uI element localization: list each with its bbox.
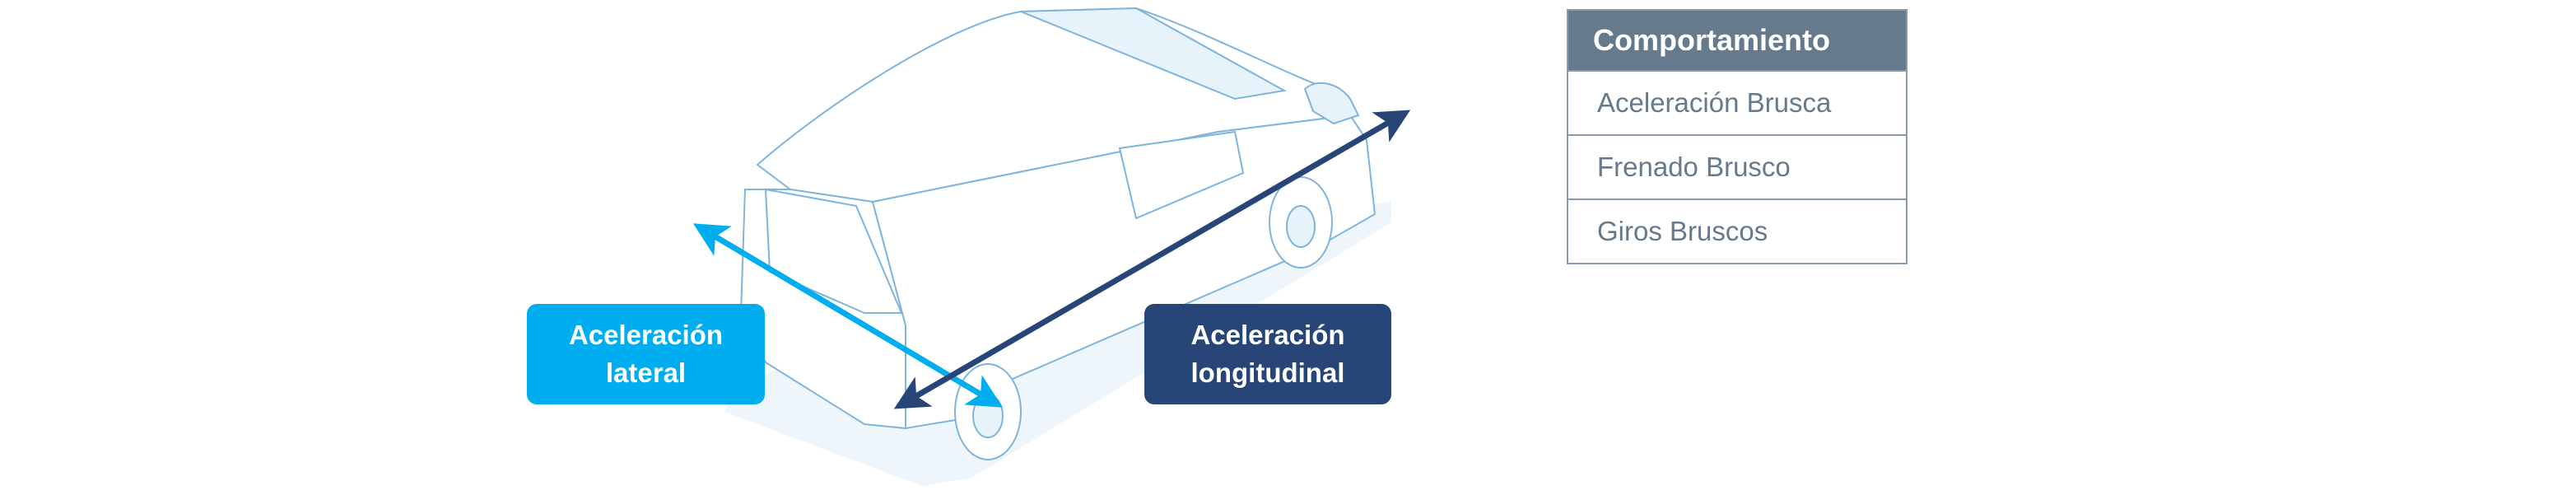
lateral-acceleration-label: Aceleración lateral	[527, 304, 765, 404]
longitudinal-label-line2: longitudinal	[1190, 357, 1345, 388]
lateral-label-line2: lateral	[605, 357, 687, 388]
longitudinal-acceleration-arrow	[893, 110, 1411, 409]
table-header: Comportamiento	[1568, 11, 1906, 70]
lateral-label-line1: Aceleración	[568, 320, 724, 350]
longitudinal-acceleration-label: Aceleración longitudinal	[1144, 304, 1391, 404]
table-row: Aceleración Brusca	[1568, 70, 1906, 134]
longitudinal-label-line1: Aceleración	[1190, 320, 1345, 350]
behavior-table: Comportamiento Aceleración Brusca Frenad…	[1567, 9, 1908, 264]
table-row: Giros Bruscos	[1568, 198, 1906, 263]
table-row: Frenado Brusco	[1568, 134, 1906, 198]
roof-rack	[1020, 7, 1287, 100]
